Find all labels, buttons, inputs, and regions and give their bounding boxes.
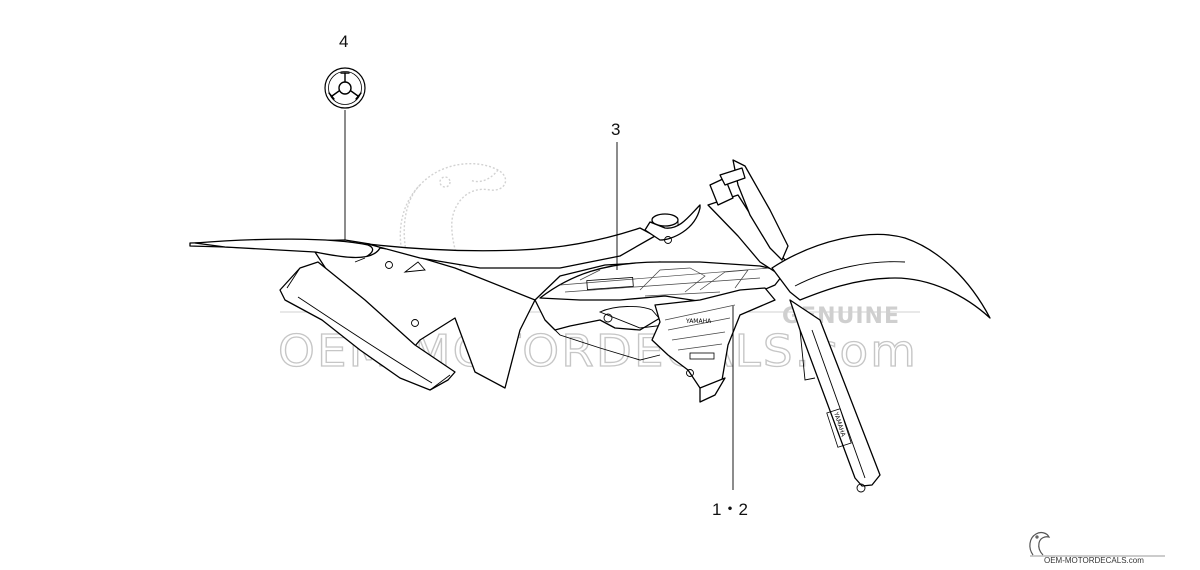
callout-4: 4 <box>339 32 348 51</box>
tank-shroud <box>539 261 786 303</box>
radiator-decal-graphics: YAMAHA <box>664 304 736 377</box>
shroud-brand-text: YAMAHA <box>685 318 712 325</box>
footer-site-text: OEM-MOTORDECALS.com <box>1044 556 1144 565</box>
tuning-fork-emblem <box>324 67 366 109</box>
shroud-decal-graphics <box>559 267 771 297</box>
callout-1-2: 1・2 <box>712 500 748 519</box>
muffler <box>279 261 456 391</box>
front-fender <box>771 233 991 319</box>
callout-3: 3 <box>611 120 620 139</box>
footer-brand: OEM-MOTORDECALS.com <box>1029 531 1165 565</box>
radiator-shroud: YAMAHA <box>651 287 776 403</box>
tuning-fork-icon <box>328 72 362 100</box>
bird-logo-icon <box>1029 531 1051 556</box>
